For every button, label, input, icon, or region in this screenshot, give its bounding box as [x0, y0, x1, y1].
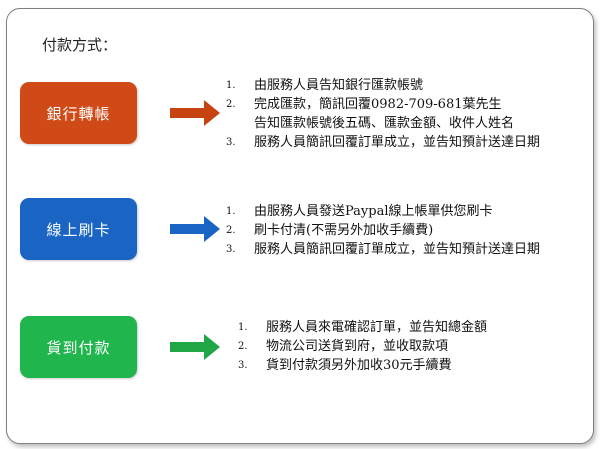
- list-item: 2. 刷卡付清(不需另外加收手續費): [226, 221, 540, 240]
- list-item: 1. 由服務人員告知銀行匯款帳號: [226, 76, 540, 95]
- list-item: 2. 物流公司送貨到府，並收取款項: [238, 337, 487, 356]
- list-item: 3. 服務人員簡訊回覆訂單成立，並告知預計送達日期: [226, 133, 540, 152]
- step-text: 貨到付款須另外加收30元手續費: [266, 358, 452, 373]
- arrow-right-icon: [170, 100, 220, 126]
- step-number: 1.: [226, 206, 236, 217]
- list-item: 3. 服務人員簡訊回覆訂單成立，並告知預計送達日期: [226, 240, 540, 259]
- card-payment-box: 線上刷卡: [20, 198, 137, 260]
- step-number: 2.: [226, 225, 236, 236]
- arrow-right-icon: [170, 334, 220, 360]
- step-text: 由服務人員發送Paypal線上帳單供您刷卡: [254, 204, 493, 219]
- step-text: 完成匯款，簡訊回覆0982-709-681葉先生: [254, 97, 502, 112]
- cod-payment-box: 貨到付款: [20, 316, 137, 378]
- step-number: 3.: [238, 360, 248, 371]
- bank-transfer-box: 銀行轉帳: [20, 82, 137, 144]
- list-item: 2. 完成匯款，簡訊回覆0982-709-681葉先生告知匯款帳號後五碼、匯款金額…: [226, 95, 540, 133]
- step-number: 2.: [238, 341, 248, 352]
- step-text: 物流公司送貨到府，並收取款項: [266, 339, 449, 354]
- step-text: 服務人員來電確認訂單，並告知總金額: [266, 320, 488, 335]
- card-payment-steps: 1. 由服務人員發送Paypal線上帳單供您刷卡 2. 刷卡付清(不需另外加收手續費…: [226, 202, 540, 259]
- step-number: 1.: [238, 322, 248, 333]
- step-text: 刷卡付清(不需另外加收手續費): [254, 223, 434, 238]
- bank-transfer-label: 銀行轉帳: [46, 104, 111, 123]
- step-number: 2.: [226, 99, 236, 110]
- step-number: 3.: [226, 137, 236, 148]
- cod-payment-steps: 1. 服務人員來電確認訂單，並告知總金額 2. 物流公司送貨到府，並收取款項 3. 貨…: [238, 318, 487, 375]
- step-text: 由服務人員告知銀行匯款帳號: [254, 78, 424, 93]
- list-item: 1. 由服務人員發送Paypal線上帳單供您刷卡: [226, 202, 540, 221]
- list-item: 3. 貨到付款須另外加收30元手續費: [238, 356, 487, 375]
- step-number: 1.: [226, 80, 236, 91]
- list-item: 1. 服務人員來電確認訂單，並告知總金額: [238, 318, 487, 337]
- step-text: 告知匯款帳號後五碼、匯款金額、收件人姓名: [254, 116, 515, 131]
- page-heading: 付款方式：: [42, 36, 118, 54]
- arrow-right-icon: [170, 216, 220, 242]
- step-text: 服務人員簡訊回覆訂單成立，並告知預計送達日期: [254, 135, 541, 150]
- bank-transfer-steps: 1. 由服務人員告知銀行匯款帳號 2. 完成匯款，簡訊回覆0982-709-681葉…: [226, 76, 540, 152]
- step-number: 3.: [226, 244, 236, 255]
- step-text: 服務人員簡訊回覆訂單成立，並告知預計送達日期: [254, 242, 541, 257]
- card-payment-label: 線上刷卡: [46, 220, 111, 239]
- cod-payment-label: 貨到付款: [46, 338, 111, 357]
